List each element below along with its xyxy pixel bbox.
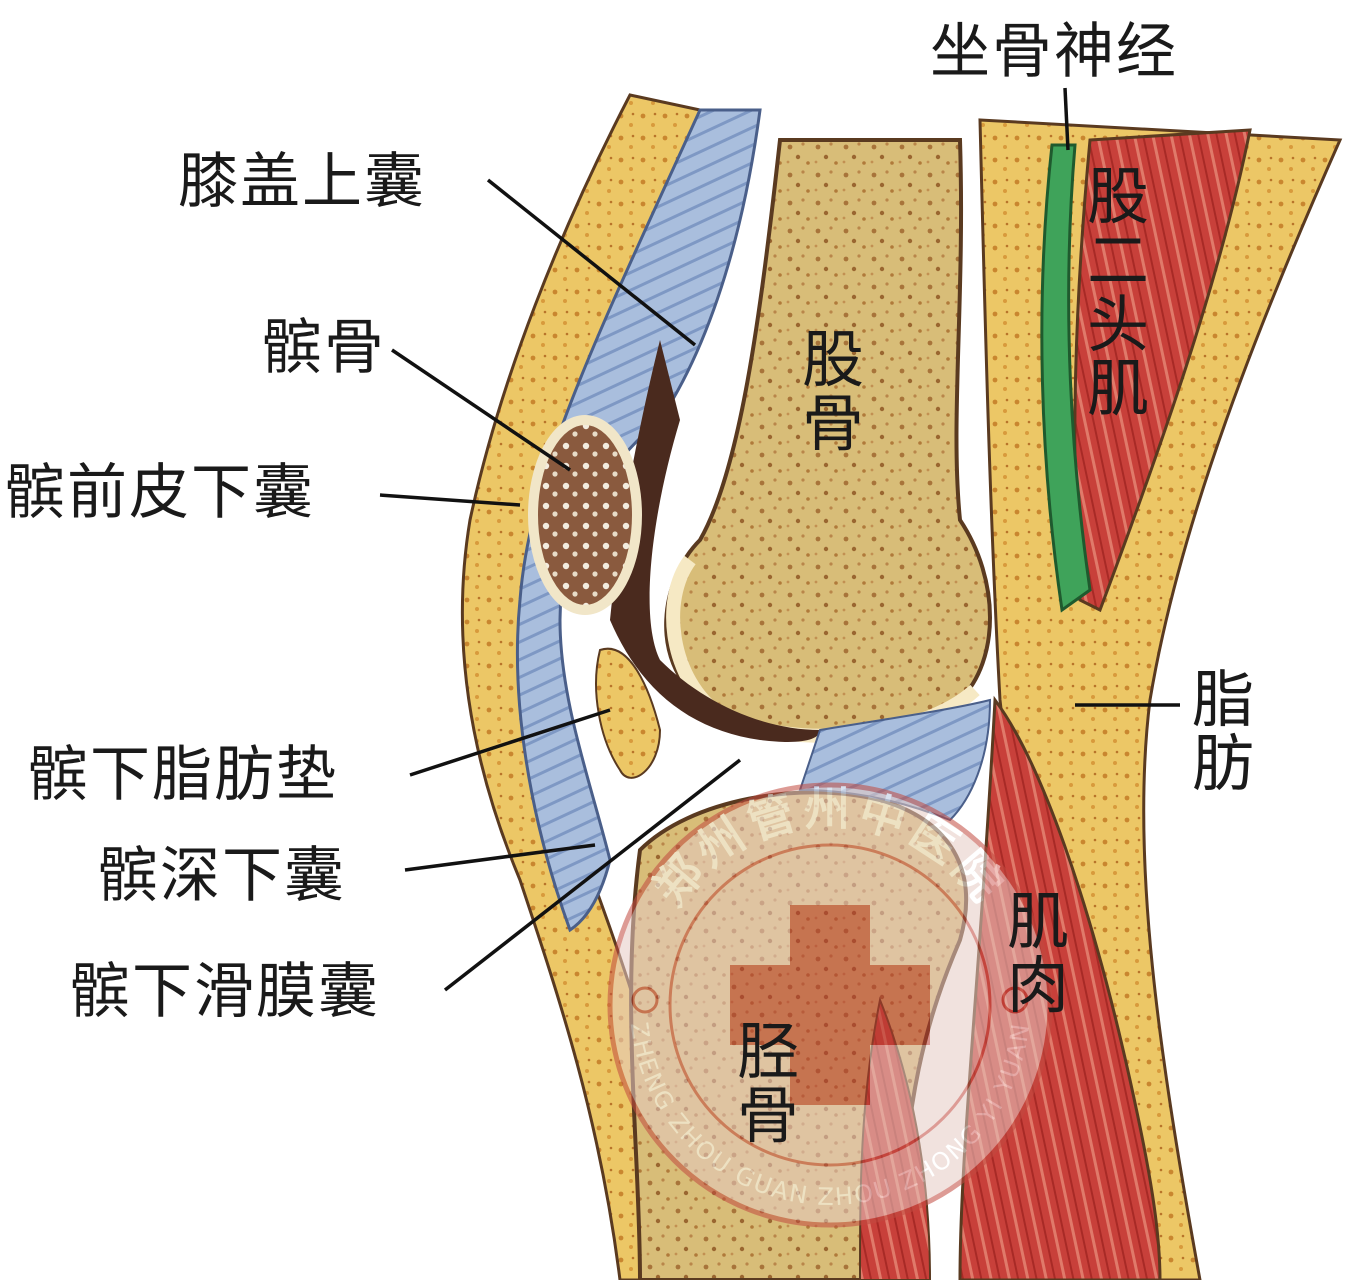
label-patella: 髌骨	[262, 313, 386, 383]
label-tibia: 胫骨	[736, 1015, 799, 1152]
fat-pad-shape	[595, 647, 662, 779]
leader-fatpad	[409, 708, 611, 777]
label-deep-infrapatellar-bursa: 髌深下囊	[98, 841, 346, 911]
label-infrapatellar-fat-pad: 髌下脂肪垫	[28, 740, 338, 810]
leader-lines	[379, 87, 1180, 992]
leader-prepatellar	[379, 493, 521, 507]
label-suprapatellar-bursa: 膝盖上囊	[178, 147, 426, 217]
label-sciatic-nerve: 坐骨神经	[930, 17, 1178, 87]
label-muscle: 肌肉	[1006, 885, 1069, 1022]
leader-sciatic	[1063, 87, 1070, 151]
joint-space	[610, 340, 820, 742]
leader-patella	[391, 348, 571, 472]
label-femur: 股骨	[801, 323, 864, 460]
label-biceps-femoris: 股二头肌	[1086, 160, 1149, 425]
leader-synovial	[443, 758, 742, 992]
sciatic-nerve-shape	[1040, 143, 1092, 613]
label-infrapatellar-synovial-bursa: 髌下滑膜囊	[70, 957, 380, 1027]
label-prepatellar-subcutaneous-bursa: 髌前皮下囊	[5, 458, 315, 528]
watermark-cross	[730, 905, 930, 1105]
leader-deep-bursa	[404, 843, 596, 872]
biceps-femoris-shape	[1073, 128, 1252, 613]
label-fat: 脂肪	[1191, 663, 1254, 800]
watermark-seal: 郑州管州中医院 ZHENG ZHOU GUAN ZHOU ZHONG YI YU…	[607, 782, 1053, 1228]
patella-shape	[528, 415, 642, 615]
leader-suprapatellar	[486, 178, 697, 347]
